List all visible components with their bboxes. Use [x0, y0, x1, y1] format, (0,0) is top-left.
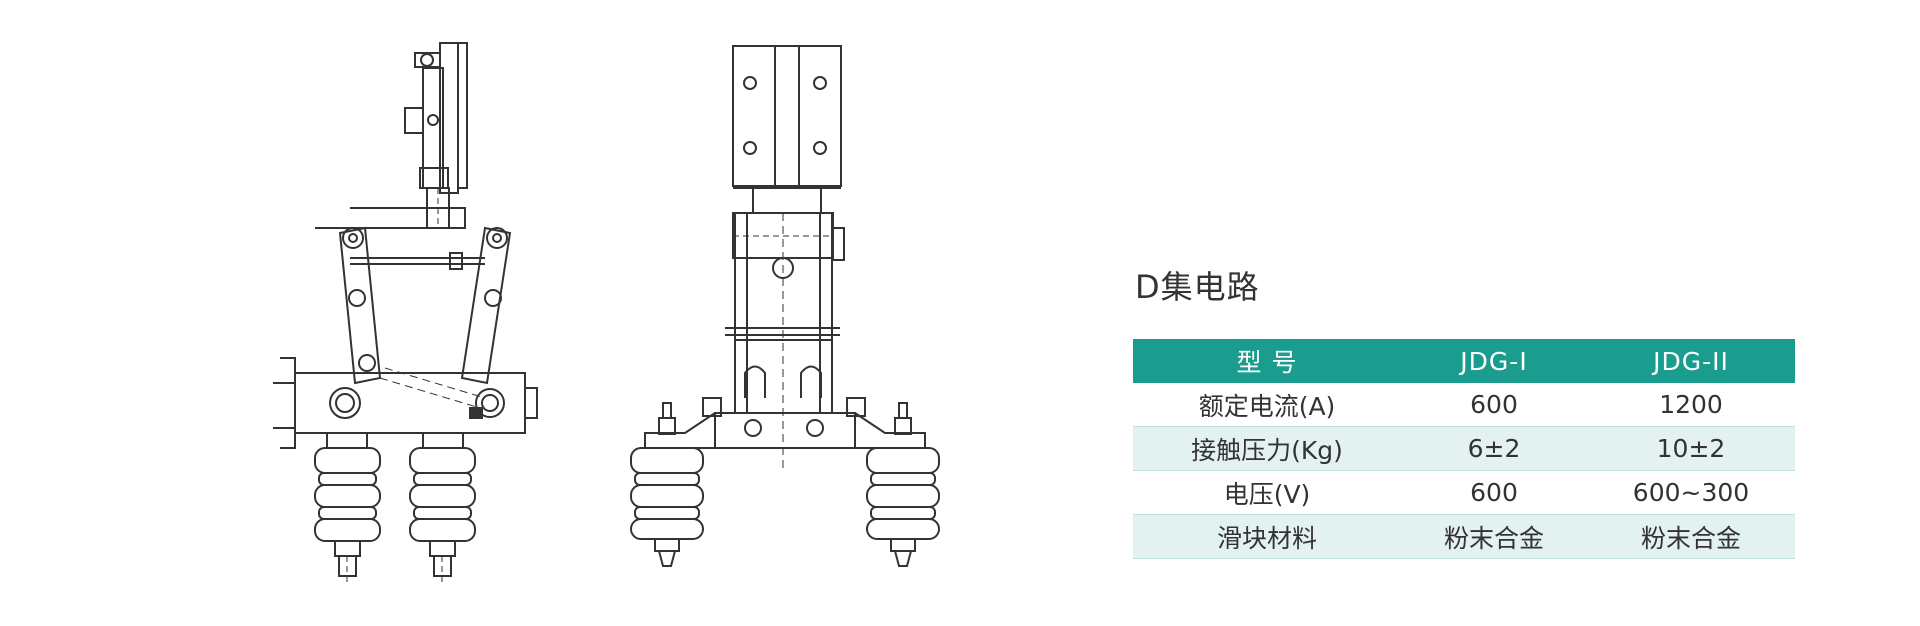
insulator-right: [409, 433, 476, 583]
spec-table: 型 号 JDG-I JDG-II 额定电流(A) 600 1200 接触压力(K…: [1133, 339, 1795, 559]
table-row: 滑块材料 粉末合金 粉末合金: [1133, 514, 1795, 559]
header-jdg-2: JDG-II: [1587, 339, 1795, 383]
cell-value: 10±2: [1587, 426, 1795, 471]
row-label: 滑块材料: [1133, 514, 1401, 559]
contact-block: [732, 45, 842, 214]
collector-side-view-drawing: [273, 42, 538, 583]
cell-value: 粉末合金: [1401, 514, 1587, 559]
collector-front-view-drawing: [630, 45, 940, 567]
insulator-left: [630, 402, 704, 567]
cell-value: 600: [1401, 470, 1587, 515]
insulator-right: [866, 402, 940, 567]
header-model: 型 号: [1133, 339, 1401, 383]
cell-value: 6±2: [1401, 426, 1587, 471]
table-row: 接触压力(Kg) 6±2 10±2: [1133, 426, 1795, 471]
header-jdg-1: JDG-I: [1401, 339, 1587, 383]
table-row: 额定电流(A) 600 1200: [1133, 383, 1795, 427]
top-clamp: [404, 42, 468, 229]
cell-value: 1200: [1587, 383, 1795, 427]
linkage-frame: [315, 207, 512, 409]
table-caption: D集电路: [1135, 268, 1260, 306]
insulator-left: [314, 433, 381, 583]
v-base: [644, 397, 926, 449]
cell-value: 600: [1401, 383, 1587, 427]
hanger-bracket: [725, 212, 845, 468]
table-header-row: 型 号 JDG-I JDG-II: [1133, 339, 1795, 383]
table-row: 电压(V) 600 600~300: [1133, 470, 1795, 515]
base-plate: [273, 357, 538, 449]
cell-value: 600~300: [1587, 470, 1795, 515]
row-label: 接触压力(Kg): [1133, 426, 1401, 471]
row-label: 电压(V): [1133, 470, 1401, 515]
row-label: 额定电流(A): [1133, 383, 1401, 427]
cell-value: 粉末合金: [1587, 514, 1795, 559]
